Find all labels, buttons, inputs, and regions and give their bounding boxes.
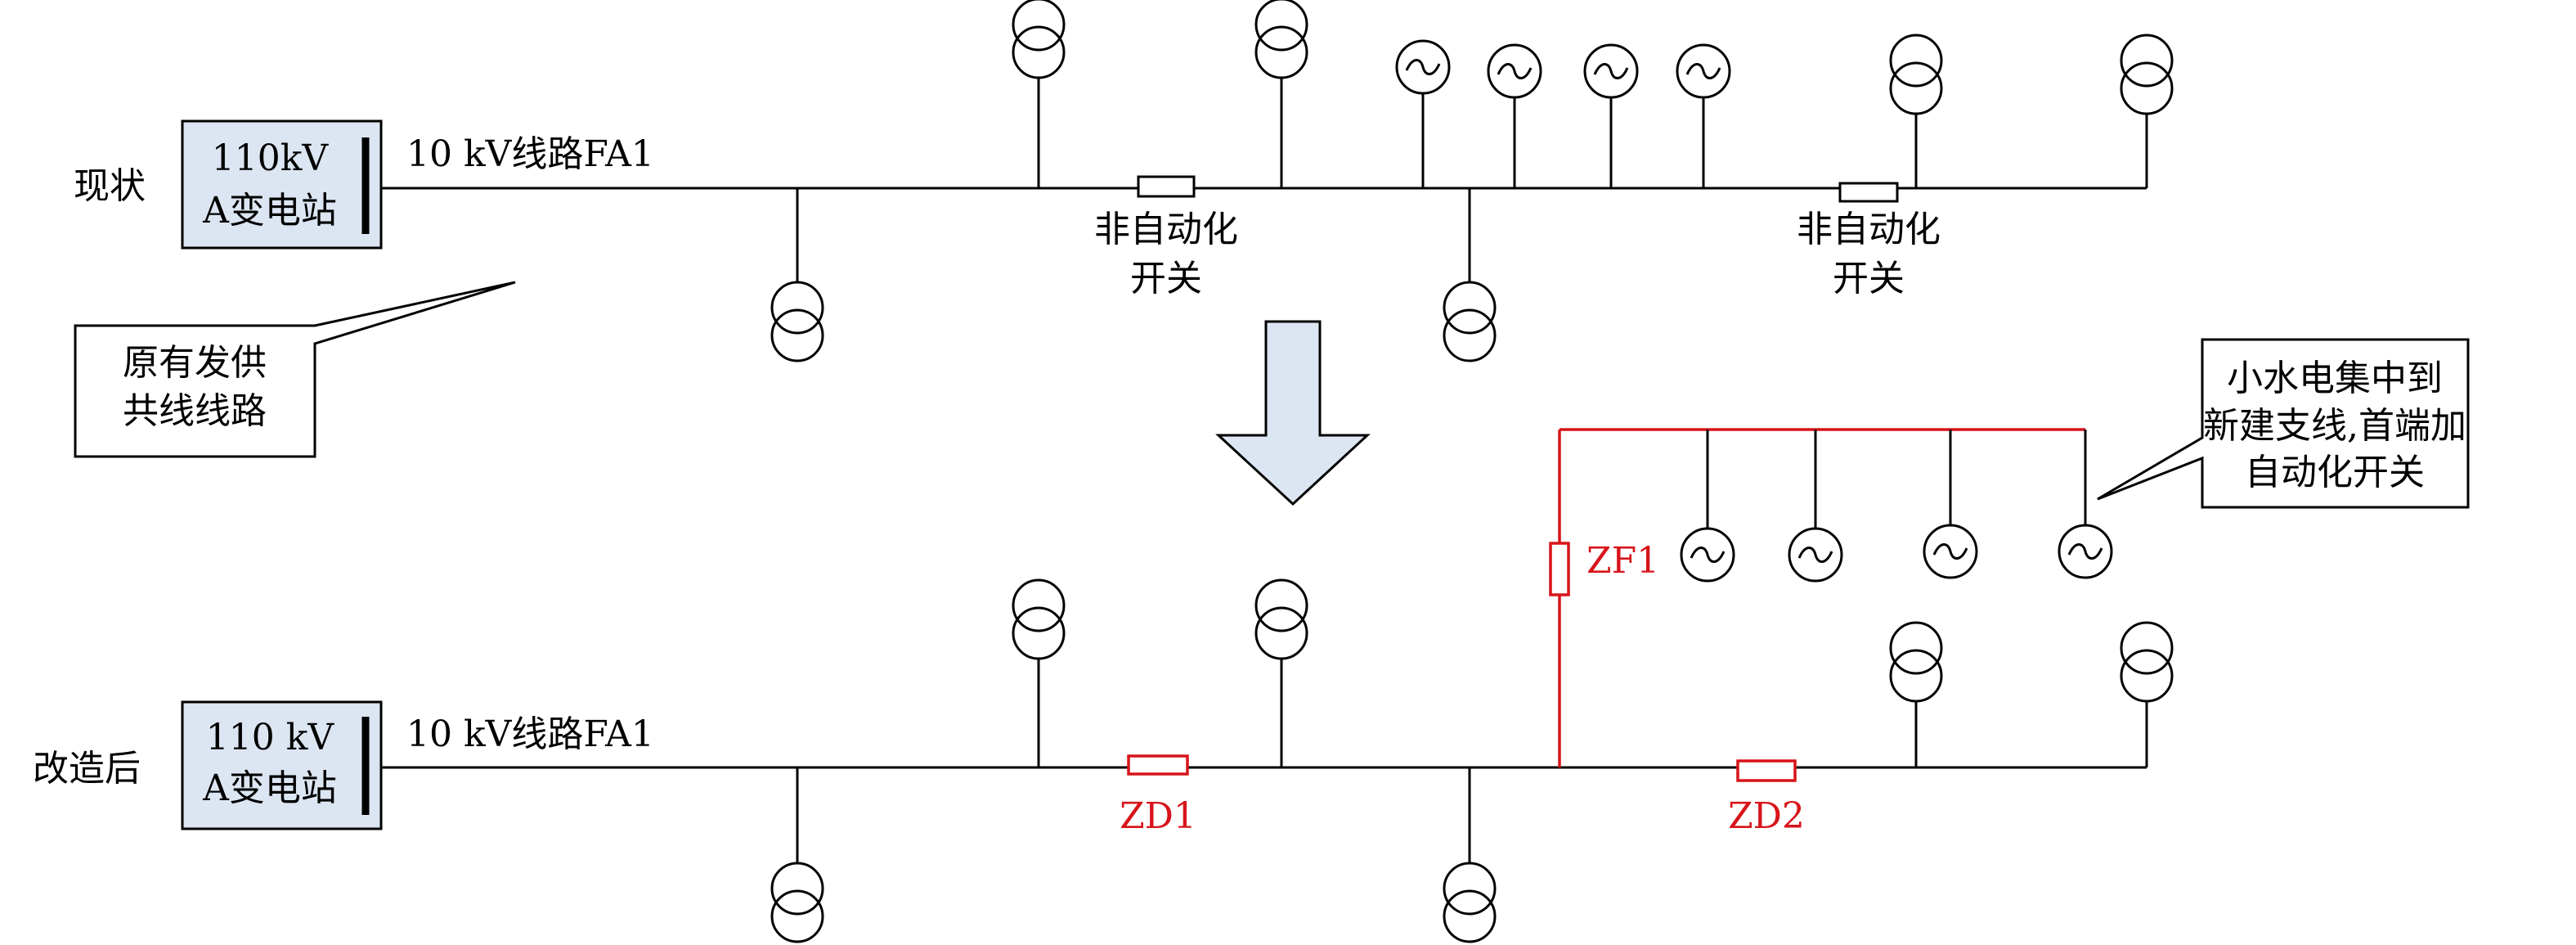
generator-icon	[1676, 43, 1731, 99]
after-callout-line3: 自动化开关	[2245, 452, 2425, 493]
before-callout-line1: 原有发供	[123, 342, 267, 384]
before-callout: 原有发供 共线线路	[74, 281, 516, 458]
before-switch1-label-line1: 非自动化	[1094, 209, 1238, 250]
before-substation: 110kV A变电站	[181, 119, 383, 250]
switch-icon	[1137, 175, 1196, 198]
transformer-icon	[770, 862, 824, 943]
after-callout-line1: 小水电集中到	[2227, 358, 2443, 399]
switch-icon	[1736, 759, 1797, 782]
generator-icon	[1395, 39, 1451, 95]
before-substation-voltage: 110kV	[212, 137, 330, 179]
transformer-icon	[2120, 621, 2174, 703]
after-callout-box	[2097, 338, 2470, 509]
before-substation-name: A变电站	[202, 190, 337, 232]
after-substation-voltage: 110 kV	[206, 717, 335, 758]
before-switch2-label-line2: 开关	[1833, 258, 1905, 299]
generator-icon	[2058, 524, 2113, 579]
transformer-icon	[1889, 34, 1943, 115]
before-substation-box	[181, 119, 383, 250]
after-callout-line2: 新建支线,首端加	[2203, 405, 2466, 447]
after-state-label: 改造后	[33, 748, 141, 790]
before-state-label: 现状	[74, 165, 146, 207]
switch-icon	[1838, 182, 1899, 203]
before-switch1-label-line2: 开关	[1130, 258, 1202, 299]
before-switch2-label-line1: 非自动化	[1797, 209, 1941, 250]
after-switch-zd2-label: ZD2	[1728, 795, 1805, 837]
transformer-icon	[770, 281, 824, 362]
transformer-icon	[1443, 862, 1497, 943]
before-section: 现状 110kV A变电站 10 kV线路FA1	[74, 0, 2174, 458]
switch-icon	[1127, 754, 1189, 776]
generator-icon	[1923, 524, 1978, 579]
after-callout: 小水电集中到 新建支线,首端加 自动化开关	[2097, 338, 2470, 509]
down-arrow-icon	[1215, 320, 1371, 506]
after-switch-zd1-label: ZD1	[1120, 795, 1196, 837]
transformer-icon	[1443, 281, 1497, 362]
switch-icon	[1549, 542, 1570, 596]
transformer-icon	[1889, 621, 1943, 703]
after-section: 改造后 110 kV A变电站 10 kV线路FA1	[33, 338, 2470, 943]
after-line-label: 10 kV线路FA1	[406, 713, 654, 755]
transformer-icon	[1012, 578, 1066, 660]
after-switch-zf1-label: ZF1	[1586, 540, 1659, 582]
generator-icon	[1788, 527, 1843, 583]
before-callout-line2: 共线线路	[123, 390, 267, 432]
before-callout-box	[74, 281, 516, 458]
transformer-icon	[1254, 578, 1308, 660]
transformer-icon	[1254, 0, 1308, 79]
transformer-icon	[2120, 34, 2174, 115]
generator-icon	[1487, 43, 1542, 99]
transformer-icon	[1012, 0, 1066, 79]
after-substation-name: A变电站	[202, 767, 337, 809]
generator-icon	[1583, 43, 1639, 99]
generator-icon	[1680, 527, 1735, 583]
before-line-label: 10 kV线路FA1	[406, 133, 654, 175]
after-substation: 110 kV A变电站	[181, 700, 383, 830]
after-substation-box	[181, 700, 383, 830]
